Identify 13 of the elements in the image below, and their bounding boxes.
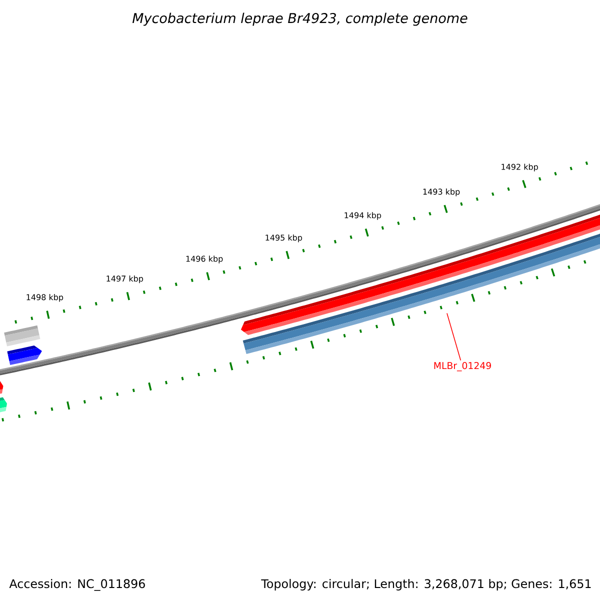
title: Mycobacterium leprae Br4923, complete genome [132, 12, 468, 26]
tick-label: 1493 kbp [423, 188, 460, 196]
leader-line [446, 312, 462, 361]
tick-label: 1496 kbp [186, 256, 223, 264]
tick-label: 1495 kbp [266, 234, 302, 242]
tick-label: 1497 kbp [106, 275, 144, 284]
gene-label: MLBr_01249 [434, 362, 491, 372]
footer-text: Accession: NC_011896 [9, 578, 145, 591]
tick-label: 1494 kbp [344, 212, 382, 220]
gene-bar [242, 234, 600, 354]
tick-label: 1498 kbp [26, 294, 64, 302]
tick-label: 1492 kbp [502, 164, 538, 172]
footer-text: Topology: circular; Length: 3,268,071 bp; Genes: 1,651 [261, 578, 591, 590]
